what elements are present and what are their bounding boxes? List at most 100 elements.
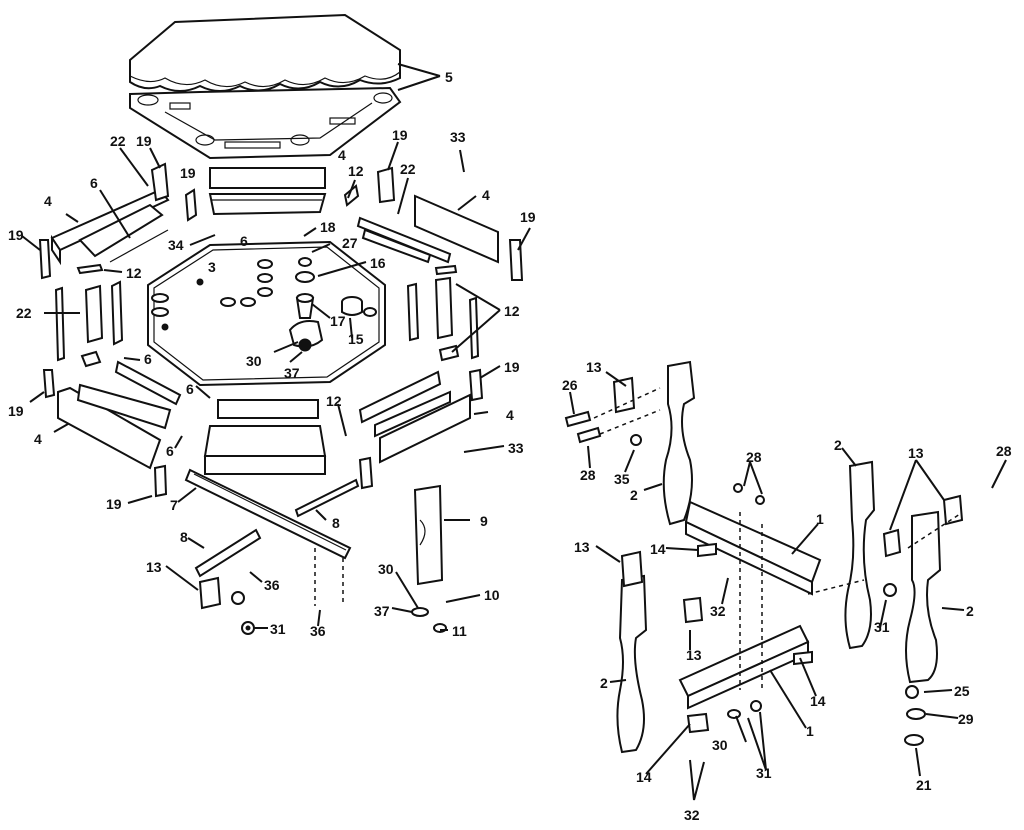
label-31: 31 [874,619,890,635]
label-1: 1 [806,723,814,739]
label-14: 14 [636,769,652,785]
leg-2-c [616,574,648,754]
label-19: 19 [8,227,24,243]
label-19: 19 [520,209,536,225]
leg-2-d [905,510,942,684]
label-9: 9 [480,513,488,529]
label-8: 8 [180,529,188,545]
table-top-rail [129,86,402,160]
leg-2-b [844,460,876,650]
label-18: 18 [320,219,336,235]
label-30: 30 [378,561,394,577]
label-22: 22 [16,305,32,321]
label-3: 3 [208,259,216,275]
label-2: 2 [630,487,638,503]
leader-lines [21,63,1007,801]
label-27: 27 [342,235,358,251]
label-37: 37 [284,365,300,381]
label-28: 28 [746,449,762,465]
label-13: 13 [146,559,162,575]
label-33: 33 [508,440,524,456]
rail-top-center [208,167,327,216]
corner-block-19 [38,162,524,498]
label-13: 13 [908,445,924,461]
leg-rail-1-a [684,500,822,596]
label-26: 26 [562,377,578,393]
label-6: 6 [240,233,248,249]
label-19: 19 [504,359,520,375]
label-31: 31 [756,765,772,781]
label-28: 28 [996,443,1012,459]
label-12: 12 [504,303,520,319]
label-10: 10 [484,587,500,603]
hardware-bottom-left [198,548,447,635]
label-19: 19 [392,127,408,143]
label-14: 14 [810,693,826,709]
rail-right-lower [358,370,471,464]
rail-left-lower [57,360,182,470]
label-4: 4 [506,407,514,423]
label-2: 2 [600,675,608,691]
label-21: 21 [916,777,932,793]
label-17: 17 [330,313,346,329]
label-12: 12 [326,393,342,409]
rail-bottom-center [203,399,327,475]
label-6: 6 [186,381,194,397]
label-35: 35 [614,471,630,487]
label-25: 25 [954,683,970,699]
label-13: 13 [574,539,590,555]
label-8: 8 [332,515,340,531]
label-37: 37 [374,603,390,619]
label-28: 28 [580,467,596,483]
label-31: 31 [270,621,286,637]
hardware-bottom-right [564,387,961,746]
side-panels-12-22 [54,184,480,368]
bracket-8 [194,478,360,578]
table-bed-octagon [147,240,386,387]
bracket-9 [413,484,444,586]
label-34: 34 [168,237,184,253]
label-15: 15 [348,331,364,347]
leg-rail-1-b [678,624,810,710]
label-2: 2 [966,603,974,619]
label-29: 29 [958,711,974,727]
callout-labels: 5 4 19 22 6 12 19 33 12 22 4 4 19 34 6 1… [8,69,1012,823]
rail-right-upper [356,194,499,264]
bed-hardware [151,257,377,352]
label-1: 1 [816,511,824,527]
label-2: 2 [834,437,842,453]
label-7: 7 [170,497,178,513]
label-6: 6 [90,175,98,191]
label-30: 30 [246,353,262,369]
label-14: 14 [650,541,666,557]
leg-2-a [662,360,696,526]
label-12: 12 [348,163,364,179]
label-16: 16 [370,255,386,271]
label-11: 11 [452,623,467,639]
label-19: 19 [136,133,152,149]
rail-left-upper [50,188,170,266]
label-5: 5 [445,69,453,85]
label-13: 13 [686,647,702,663]
label-4: 4 [338,147,346,163]
label-4: 4 [44,193,52,209]
label-32: 32 [684,807,700,823]
label-4: 4 [34,431,42,447]
label-22: 22 [400,161,416,177]
label-4: 4 [482,187,490,203]
label-33: 33 [450,129,466,145]
label-12: 12 [126,265,142,281]
label-19: 19 [106,496,122,512]
label-22: 22 [110,133,126,149]
label-36: 36 [264,577,280,593]
label-19: 19 [180,165,196,181]
label-19: 19 [8,403,24,419]
corner-brackets-13-14 [612,376,964,734]
label-6: 6 [144,351,152,367]
label-30: 30 [712,737,728,753]
long-rail-7 [184,468,352,560]
label-36: 36 [310,623,326,639]
table-top-cover [129,13,401,92]
